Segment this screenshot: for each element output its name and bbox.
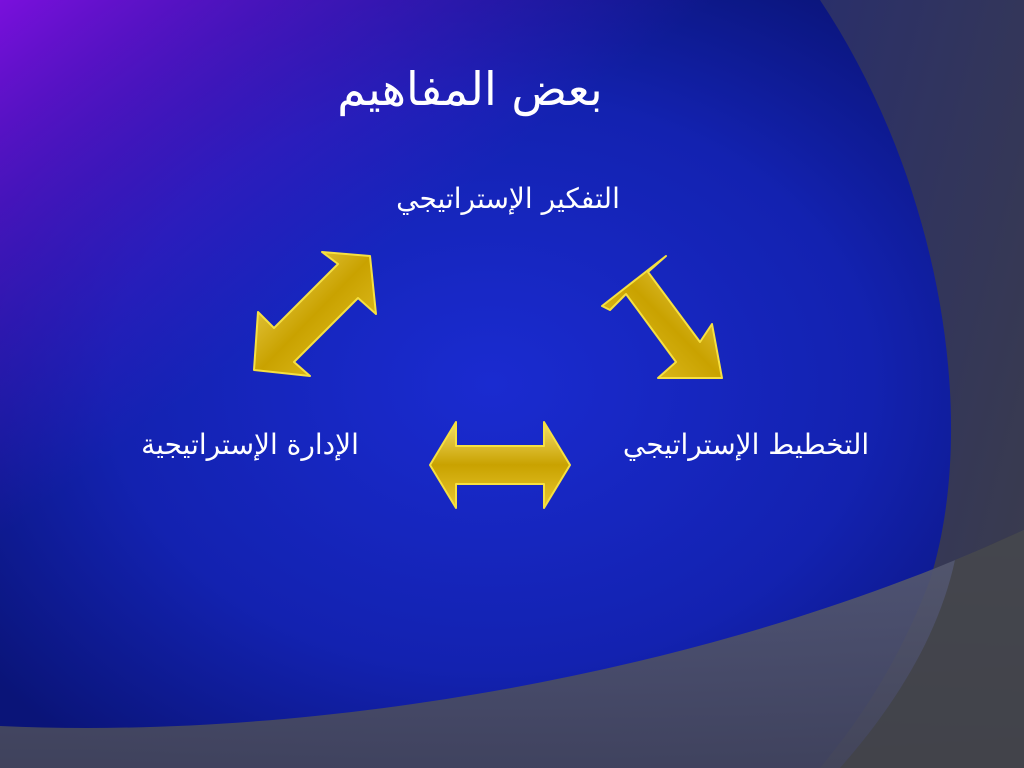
concept-strategic-planning: التخطيط الإستراتيجي [622, 428, 870, 461]
double-arrow-icon [596, 252, 728, 384]
concept-strategic-thinking: التفكير الإستراتيجي [396, 182, 620, 215]
concept-strategic-management: الإدارة الإستراتيجية [141, 428, 359, 461]
double-arrow-icon [428, 420, 572, 510]
double-arrow-icon [248, 248, 384, 384]
slide-title: بعض المفاهيم [337, 62, 603, 116]
